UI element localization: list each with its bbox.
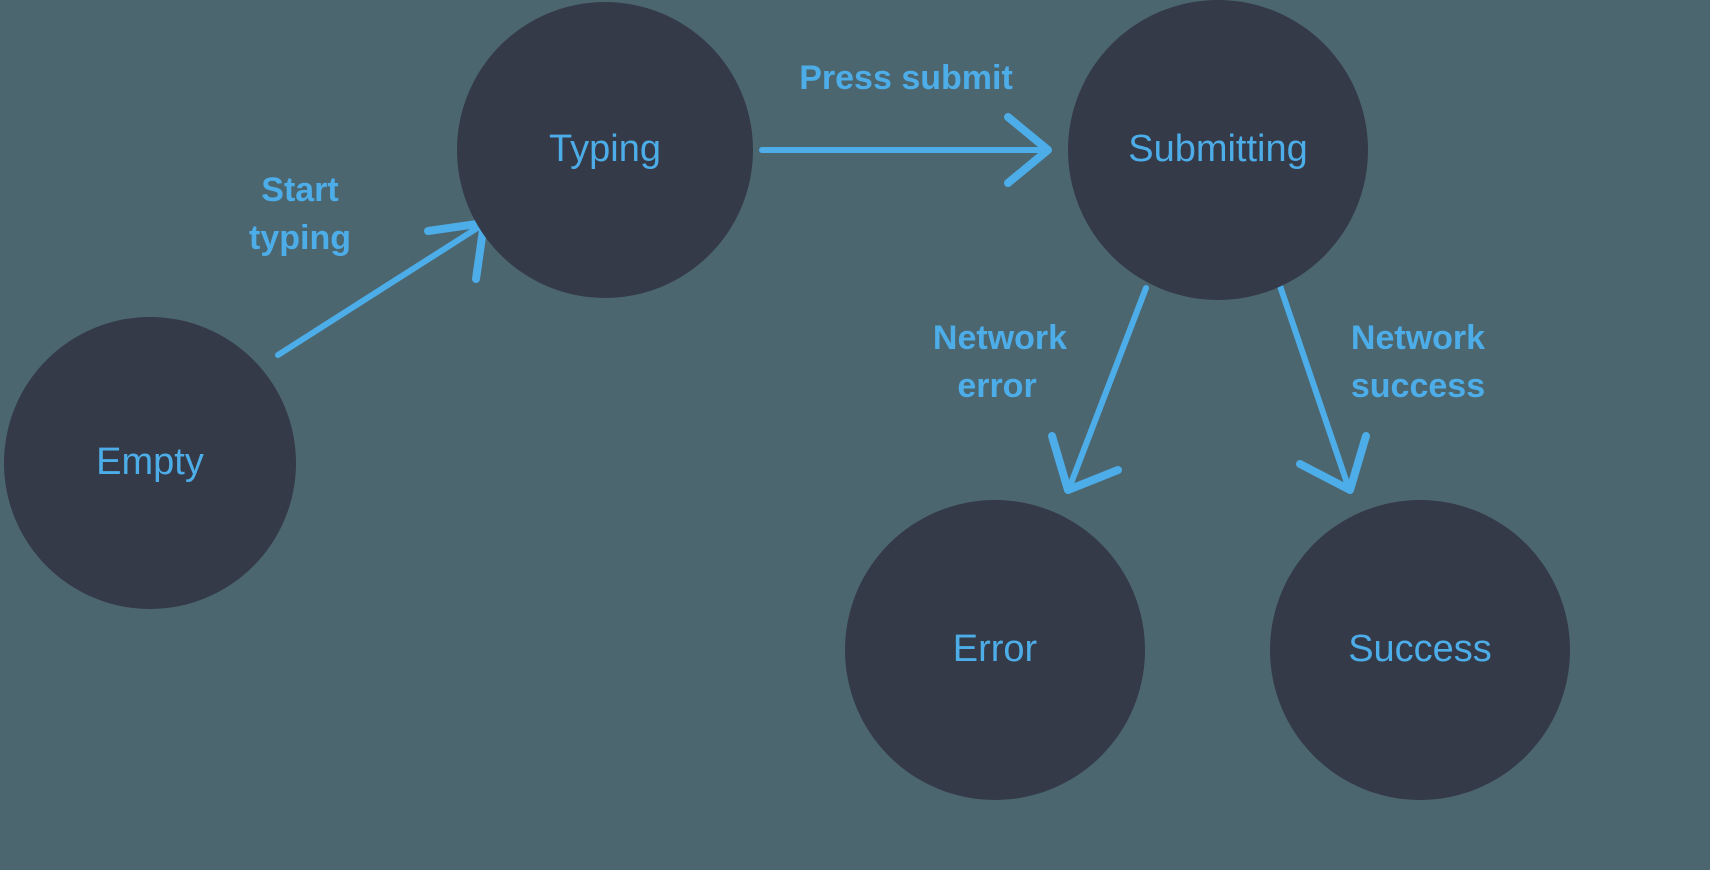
node-circle-typing[interactable] — [457, 2, 753, 298]
arrowhead-network-error — [1048, 432, 1122, 494]
edge-line-network-error — [1067, 285, 1149, 489]
edge-typing-to-submitting — [759, 113, 1052, 187]
edge-submitting-to-success — [1277, 283, 1370, 494]
edge-line-network-success — [1277, 283, 1351, 489]
edge-label-press-submit-line-1: Press submit — [799, 59, 1013, 97]
node-submitting[interactable]: Submitting — [1068, 0, 1368, 300]
edge-submitting-to-error — [1048, 285, 1149, 494]
edge-label-start-typing: Start typing — [249, 171, 351, 257]
node-label-empty: Empty — [96, 441, 204, 483]
edge-line-start-typing — [275, 222, 485, 358]
node-error[interactable]: Error — [845, 500, 1145, 800]
arrowhead-network-success — [1296, 432, 1370, 494]
node-label-success: Success — [1348, 628, 1492, 670]
edge-label-network-success-line-2: success — [1351, 367, 1485, 405]
node-circle-submitting[interactable] — [1068, 0, 1368, 300]
edge-label-network-success: Network success — [1351, 319, 1485, 405]
edge-label-network-error: Network error — [933, 319, 1067, 405]
edge-label-network-error-line-2: error — [957, 367, 1036, 405]
node-empty[interactable]: Empty — [4, 317, 296, 609]
node-typing[interactable]: Typing — [457, 2, 753, 298]
node-circle-success[interactable] — [1270, 500, 1570, 800]
edge-label-network-error-line-1: Network — [933, 319, 1067, 357]
arrowhead-press-submit — [1004, 113, 1052, 187]
node-circle-empty[interactable] — [4, 317, 296, 609]
node-label-submitting: Submitting — [1128, 128, 1308, 170]
node-success[interactable]: Success — [1270, 500, 1570, 800]
node-circle-error[interactable] — [845, 500, 1145, 800]
edge-label-network-success-line-1: Network — [1351, 319, 1485, 357]
edge-label-start-typing-line-1: Start — [261, 171, 338, 209]
node-label-typing: Typing — [549, 128, 661, 170]
node-label-error: Error — [953, 628, 1038, 670]
edge-label-press-submit: Press submit — [799, 59, 1013, 97]
edge-label-start-typing-line-2: typing — [249, 219, 351, 257]
